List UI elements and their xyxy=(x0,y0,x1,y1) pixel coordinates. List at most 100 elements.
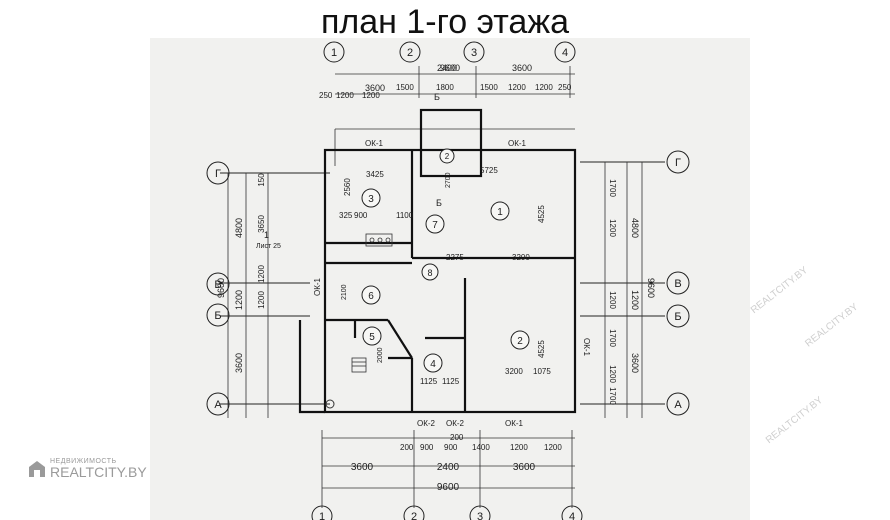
stove-symbol xyxy=(365,233,393,247)
svg-text:200: 200 xyxy=(400,443,414,452)
house-icon xyxy=(29,461,45,477)
svg-text:1200: 1200 xyxy=(535,83,553,92)
axis-right-g: Г xyxy=(675,157,681,169)
svg-text:1800: 1800 xyxy=(436,83,454,92)
left-4800: 4800 xyxy=(234,218,244,238)
svg-text:1500: 1500 xyxy=(480,83,498,92)
svg-text:3425: 3425 xyxy=(366,170,384,179)
right-overall: 9600 xyxy=(646,278,656,298)
svg-text:250: 250 xyxy=(558,83,572,92)
room-2: 2 xyxy=(517,336,523,347)
left-dimension-lines xyxy=(227,173,269,418)
axis-left-v: В xyxy=(214,279,221,291)
window-ok1-bottom: ОК-1 xyxy=(505,419,524,428)
svg-text:1400: 1400 xyxy=(472,443,490,452)
room-3-height: 2560 xyxy=(343,178,352,196)
axis-bubbles-bottom xyxy=(311,505,583,520)
axis-bottom-1: 1 xyxy=(319,511,325,520)
room-6: 6 xyxy=(368,291,374,302)
axis-top-2: 2 xyxy=(407,47,413,59)
axis-left-g: Г xyxy=(215,168,221,180)
room-1: 1 xyxy=(497,207,503,218)
svg-text:1100: 1100 xyxy=(396,211,414,220)
window-ok1-top-left: ОК-1 xyxy=(365,139,384,148)
right-dimension-lines xyxy=(604,162,643,418)
svg-text:1500: 1500 xyxy=(396,83,414,92)
axis-bubbles-left xyxy=(220,172,330,405)
svg-text:325: 325 xyxy=(339,211,353,220)
right-d4: 1700 xyxy=(608,329,617,347)
axis-right-v: В xyxy=(674,278,681,290)
section-mark-top: Б xyxy=(434,92,440,102)
left-1200: 1200 xyxy=(234,290,244,310)
watermark-faint-3: REALTCITY.BY xyxy=(763,394,826,447)
axis-top-1: 1 xyxy=(331,47,337,59)
room-8: 8 xyxy=(427,268,432,278)
left-axis-markers: Г В Б А xyxy=(206,161,230,416)
svg-text:1200: 1200 xyxy=(336,91,354,100)
left-inner-1200a: 1200 xyxy=(257,265,266,283)
watermark-small: НЕДВИЖИМОСТЬ xyxy=(50,458,117,465)
top-dimension-lines xyxy=(334,66,575,166)
svg-text:3200: 3200 xyxy=(512,253,530,262)
top-dim-b: 2400 xyxy=(437,63,457,73)
watermark-brand: REALTCITY.BY xyxy=(50,464,147,480)
room-1-height: 4525 xyxy=(537,205,546,223)
left-overall: 9600 xyxy=(216,278,226,298)
bottom-dim-b: 2400 xyxy=(437,462,460,473)
column-marker xyxy=(325,399,335,409)
right-d1: 1700 xyxy=(608,179,617,197)
window-ok1-right: ОК-1 xyxy=(582,338,591,357)
right-d3: 1200 xyxy=(608,291,617,309)
axis-right-a: А xyxy=(674,399,682,411)
axis-bubbles-top xyxy=(323,41,576,63)
top-dim-c: 3600 xyxy=(512,63,532,73)
svg-text:1125: 1125 xyxy=(420,377,438,386)
svg-text:2275: 2275 xyxy=(446,253,464,262)
room-3: 3 xyxy=(368,194,374,205)
left-inner-3650: 3650 xyxy=(257,215,266,233)
bottom-overall: 9600 xyxy=(437,482,460,493)
left-inner-1200b: 1200 xyxy=(257,291,266,309)
room-markers xyxy=(361,148,530,373)
top-overall-dimension: 9600 xyxy=(440,63,460,73)
drawing-sheet xyxy=(150,38,750,520)
window-ok1-left: ОК-1 xyxy=(313,277,322,296)
svg-text:200: 200 xyxy=(450,433,464,442)
svg-text:900: 900 xyxy=(444,443,458,452)
section-mark-mid: Б xyxy=(436,198,442,208)
axis-bubbles-right xyxy=(580,150,690,416)
axis-bottom-4: 4 xyxy=(569,511,575,520)
svg-text:3200: 3200 xyxy=(505,367,523,376)
window-ok2-b: ОК-2 xyxy=(446,419,465,428)
top-detail-dims: 250 1200 1200 1500 1800 1500 1200 1200 2… xyxy=(319,83,572,100)
window-ok1-top-right: ОК-1 xyxy=(508,139,527,148)
window-ok2-a: ОК-2 xyxy=(417,419,436,428)
svg-text:5725: 5725 xyxy=(480,166,498,175)
axis-top-3: 3 xyxy=(471,47,477,59)
left-3600: 3600 xyxy=(234,353,244,373)
svg-text:1125: 1125 xyxy=(442,377,460,386)
room-2-height: 4525 xyxy=(537,340,546,358)
right-4800: 4800 xyxy=(630,218,640,238)
axis-left-a: А xyxy=(214,399,222,411)
page-title: план 1-го этажа xyxy=(321,3,569,41)
svg-text:1200: 1200 xyxy=(362,91,380,100)
axis-left-b: Б xyxy=(214,310,221,322)
svg-text:1200: 1200 xyxy=(544,443,562,452)
svg-text:250: 250 xyxy=(319,91,333,100)
bottom-dimension-lines xyxy=(321,430,575,508)
right-d6: 1700 xyxy=(608,387,617,405)
axis-bottom-3: 3 xyxy=(477,511,483,520)
right-d5: 1200 xyxy=(608,365,617,383)
right-d2: 1200 xyxy=(608,219,617,237)
floor-plan-drawing: 9600 3600 2400 3600 250 1200 1200 1500 1… xyxy=(216,41,690,520)
axis-bottom-2: 2 xyxy=(411,511,417,520)
watermark-faint-2: REALCITY.BY xyxy=(803,301,861,350)
svg-text:900: 900 xyxy=(420,443,434,452)
bottom-dim-a: 3600 xyxy=(351,462,374,473)
bottom-detail-dims: 200 900 900 1400 1200 1200 200 xyxy=(400,433,562,452)
watermark-logo: НЕДВИЖИМОСТЬ REALTCITY.BY xyxy=(28,458,147,480)
room-vestibule: 2 xyxy=(445,152,450,161)
room-5: 5 xyxy=(369,332,375,343)
